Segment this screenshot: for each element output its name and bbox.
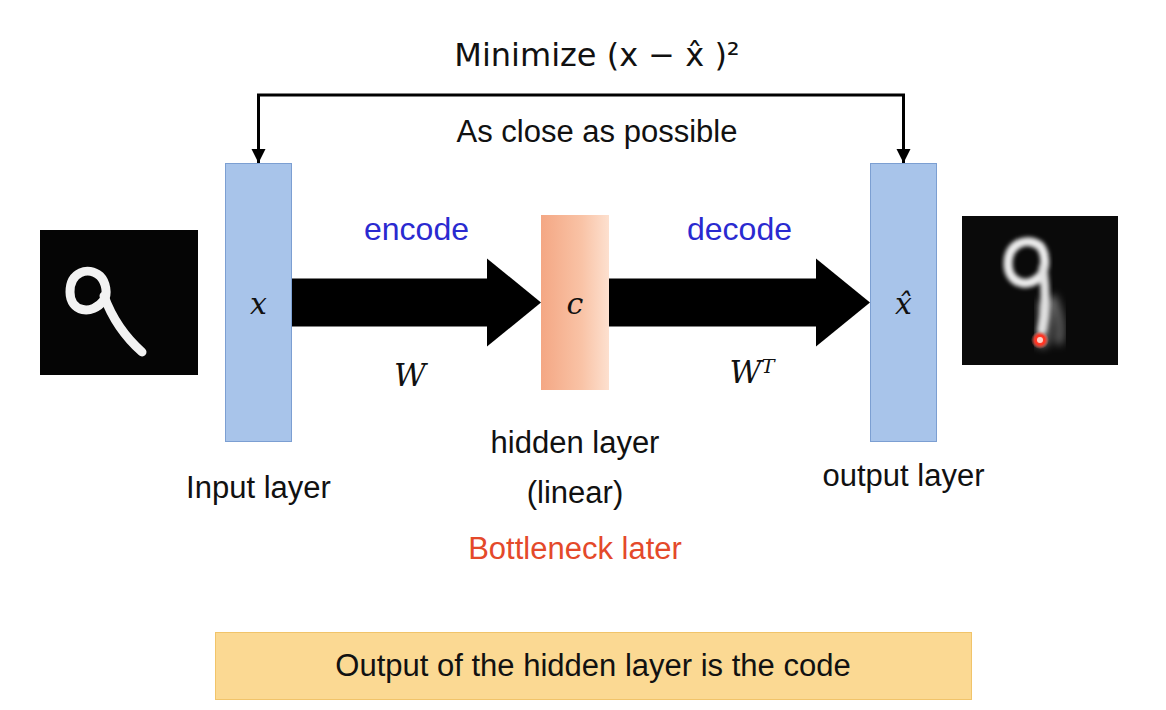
layer-name: output layer xyxy=(823,451,985,501)
hidden-layer-box: chidden layer (linear) xyxy=(541,215,609,390)
layer-name: hidden layer (linear) xyxy=(460,418,690,518)
step-label: encode xyxy=(364,210,469,247)
arrow-shaft xyxy=(292,279,487,327)
bracket-line xyxy=(259,95,904,163)
block-arrow xyxy=(292,259,541,347)
vector-symbol: x̂ xyxy=(895,285,912,320)
output-digit-image xyxy=(962,216,1118,365)
red-marker-core xyxy=(1037,337,1043,343)
arrow-shaft xyxy=(609,279,816,327)
vector-symbol: c xyxy=(567,285,584,320)
arrow-head xyxy=(487,259,541,347)
input-digit-image xyxy=(40,230,198,375)
arrow-head xyxy=(897,149,911,163)
bracket-arrow xyxy=(252,95,911,163)
input-layer-box: xInput layer xyxy=(225,163,292,442)
note-text: Bottleneck later xyxy=(468,531,682,567)
red-marker xyxy=(1031,331,1049,349)
note-text: As close as possible xyxy=(457,114,738,150)
layer-name: Input layer xyxy=(186,463,331,513)
note-text: Output of the hidden layer is the code xyxy=(335,648,850,684)
output-layer-box: x̂output layer xyxy=(870,163,937,442)
weight-symbol: W xyxy=(394,357,426,393)
arrow-head xyxy=(252,149,266,163)
vector-symbol: x xyxy=(250,285,267,320)
block-arrow xyxy=(609,259,870,347)
note-box: Output of the hidden layer is the code xyxy=(215,632,972,700)
arrow-head xyxy=(816,259,870,347)
objective-formula: Minimize (x − x̂ )² xyxy=(454,36,739,74)
weight-transpose-symbol: Wᵀ xyxy=(730,354,775,390)
step-label: decode xyxy=(687,210,792,247)
